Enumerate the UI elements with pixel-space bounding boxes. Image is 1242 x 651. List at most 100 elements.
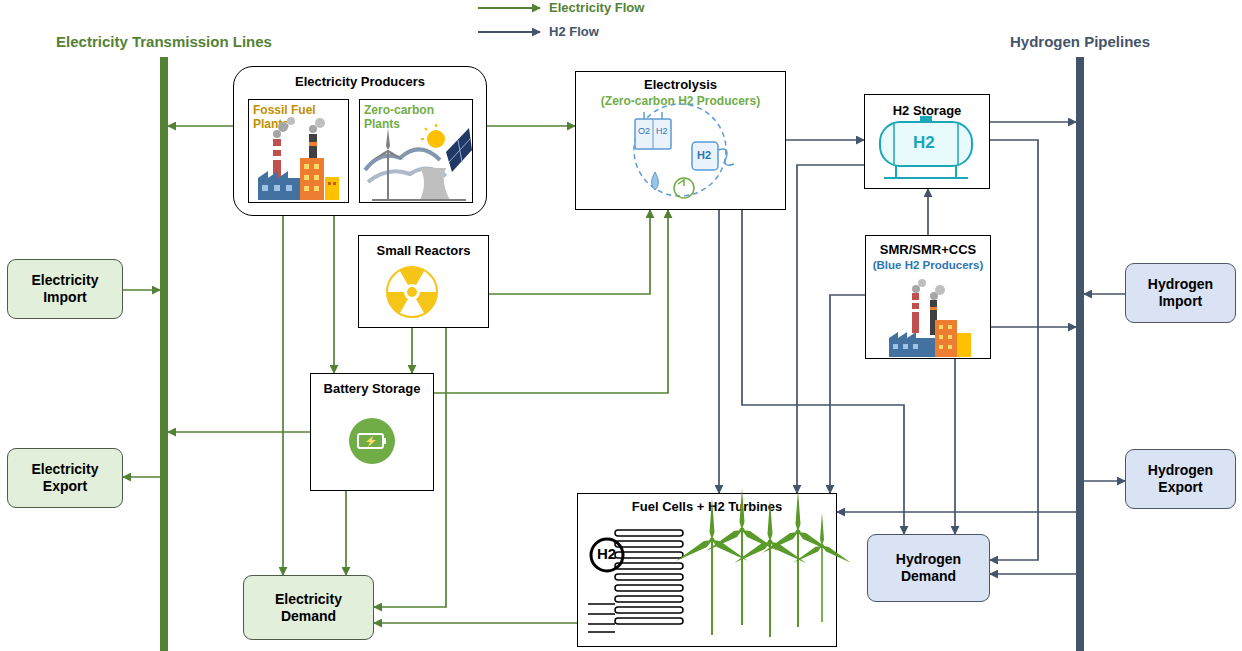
smr-plant-icon [912, 300, 919, 303]
fuel-cell-icon [615, 607, 683, 613]
smr-plant-icon [889, 332, 935, 357]
hydrogen-flow-arrow [718, 210, 720, 493]
plant-box: Zero-carbon Plants [359, 99, 473, 203]
fossil-plant-icon [309, 142, 317, 146]
smr-plant-icon [935, 320, 957, 357]
hydrogen-flow-arrow [990, 121, 1076, 123]
fossil-plant-icon [309, 134, 317, 174]
zero-carbon-plant-icon [458, 140, 462, 162]
turbine-icon [734, 500, 806, 637]
fossil-plant-icon [278, 122, 288, 132]
fossil-plant-icon [287, 117, 295, 125]
fossil-plant-icon [273, 156, 281, 160]
fossil-plant-icon [333, 182, 336, 185]
smr-plant-icon [948, 325, 952, 329]
battery-symbol [358, 434, 383, 448]
fuel-cell-icon [588, 613, 615, 615]
node-subtitle: (Blue H2 Producers) [869, 259, 987, 273]
radiation-symbol [407, 287, 417, 297]
smr-plant-icon [939, 345, 943, 349]
electrolysis-icon [718, 149, 734, 165]
fuel-cell-icon [588, 631, 615, 633]
import-box: Electricity Import [7, 259, 123, 319]
hydrogen-flow-arrow [1084, 293, 1125, 295]
electricity-flow-arrow [374, 622, 577, 624]
node-title: H2 Storage [868, 103, 986, 119]
fossil-plant-icon [273, 146, 281, 150]
smr-plant-icon [930, 307, 937, 310]
node-title: Fossil Fuel Plants [253, 103, 325, 132]
electrolysis-icon [653, 119, 654, 149]
hydrogen-tank-icon [893, 124, 895, 164]
electricity-flow-arrow [168, 125, 233, 127]
process-box: Small Reactors [358, 235, 489, 328]
storage-box: H2 Storage [864, 94, 990, 189]
radiation-symbol [400, 292, 425, 317]
electrolysis-icon [634, 104, 726, 196]
node-title: SMR/SMR+CCS [869, 242, 987, 258]
zero-carbon-plant-icon [420, 168, 450, 200]
fossil-plant-icon [300, 158, 324, 200]
battery-symbol [366, 436, 376, 447]
electrolysis-icon [692, 142, 718, 170]
smr-plant-icon [912, 293, 919, 333]
hydrogen-tank-icon [957, 124, 959, 164]
fuel-cell-icon [591, 539, 623, 571]
smr-plant-icon [930, 292, 938, 300]
hydrogen-tank-icon [880, 122, 972, 166]
fossil-plant-icon [304, 164, 309, 169]
fuel-cell-icon [588, 530, 683, 632]
export-box: Hydrogen Export [1125, 449, 1236, 509]
zero-carbon-plant-icon [368, 168, 446, 182]
zero-carbon-plant-icon [372, 199, 466, 201]
node-title: Electricity Producers [237, 74, 483, 90]
electricity-flow-arrow [282, 216, 284, 575]
hydrogen-tank-icon [955, 166, 957, 178]
turbine-icon [676, 498, 748, 635]
hydrogen-flow-arrow [927, 189, 929, 235]
smr-plant-icon [930, 300, 937, 335]
hydrogen-tank-icon [880, 116, 972, 178]
group-box: Electricity ProducersFossil Fuel Plants Z… [233, 66, 487, 216]
hydrogen-tank-icon [884, 177, 968, 179]
smr-plant-icon [913, 344, 918, 349]
node-title: Electricity Import [14, 272, 116, 306]
fossil-plant-icon [315, 118, 325, 128]
hydrogen-flow-arrow [954, 359, 956, 534]
fuel-cell-icon [615, 596, 683, 602]
electrolysis-icon [643, 112, 645, 119]
zero-carbon-plant-icon [372, 128, 404, 160]
hydrogen-tank-icon [895, 166, 897, 178]
zero-carbon-plant-icon [421, 138, 424, 140]
fuel-cell-icon [615, 585, 683, 591]
smr-plant-icon [948, 345, 952, 349]
turbine-icon [793, 512, 851, 622]
smr-plant-icon [918, 279, 926, 287]
electricity-flow-arrow [345, 491, 347, 575]
battery-symbol [383, 438, 386, 444]
fossil-plant-icon [309, 125, 317, 133]
fossil-plant-icon [273, 139, 281, 184]
hydrogen-flow-arrow [830, 295, 865, 493]
fuel-cell-icon [615, 563, 683, 569]
legend-sample-line [478, 7, 540, 9]
smr-plant-icon [903, 344, 908, 349]
smr-plant-icon [912, 285, 920, 293]
fuel-cell-icon [588, 603, 615, 605]
fuel-cell-icon [615, 541, 683, 547]
radiation-symbol [387, 270, 412, 292]
hydrogen-tank-icon [920, 116, 932, 122]
electrolysis-icon [652, 172, 659, 190]
radiation-symbol [387, 267, 437, 317]
electrolysis-icon [635, 119, 671, 149]
radiation-symbol [387, 267, 437, 317]
hydrogen-flow-arrow [990, 573, 1076, 575]
export-box: Electricity Export [7, 448, 123, 508]
fuel-cell-icon [615, 552, 683, 558]
hydrogen-flow-arrow [786, 139, 864, 141]
fossil-plant-icon [262, 185, 268, 191]
storage-box: Battery Storage [310, 373, 434, 491]
legend-sample-line [478, 31, 540, 33]
